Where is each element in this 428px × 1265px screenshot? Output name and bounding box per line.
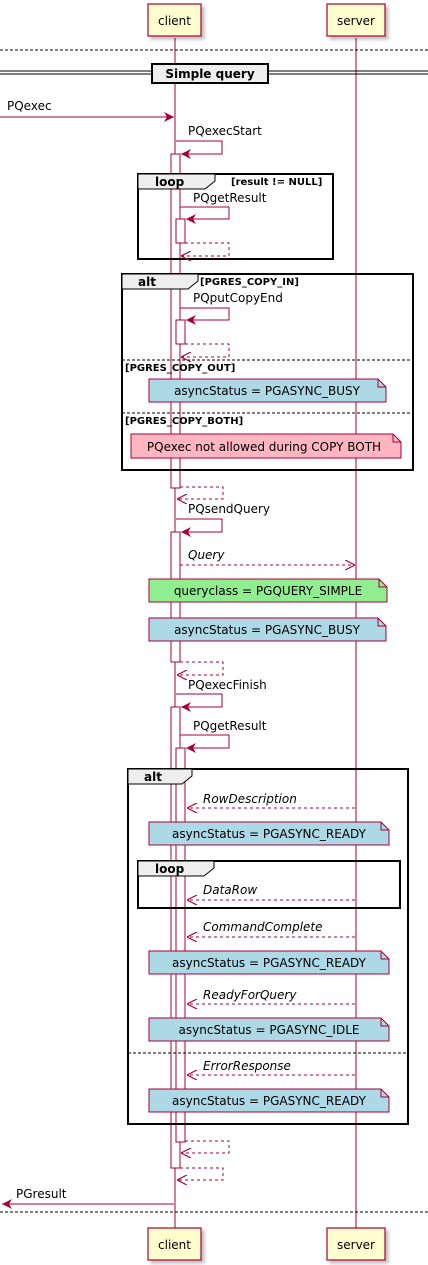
activation-bar <box>175 319 186 345</box>
message-pqget-result: PQgetResult <box>180 719 267 753</box>
activation-bar <box>175 218 186 244</box>
activation-bar <box>175 747 186 1143</box>
message-label: PQexecStart <box>188 124 262 138</box>
message-pqexec-finish: PQexecFinish <box>176 678 267 712</box>
frame-loop-datarow: loop <box>137 860 401 909</box>
return-arrow <box>181 343 230 357</box>
participant-server-top: server <box>326 3 386 37</box>
note-async-busy-1: asyncStatus = PGASYNC_BUSY <box>148 378 387 403</box>
frame-alt-copy: alt [PGRES_COPY_IN] [PGRES_COPY_OUT] [PG… <box>121 273 414 471</box>
note-async-idle: asyncStatus = PGASYNC_IDLE <box>148 1017 390 1042</box>
note-queryclass: queryclass = PGQUERY_SIMPLE <box>148 578 388 603</box>
message-pqexec-start: PQexecStart <box>176 124 262 159</box>
note-async-ready-1: asyncStatus = PGASYNC_READY <box>148 821 390 846</box>
divider-simple-query: Simple query <box>0 49 428 84</box>
message-label: PQputCopyEnd <box>193 291 283 305</box>
frame-label: alt <box>144 770 162 784</box>
message-ready-for-query: ReadyForQuery <box>187 988 355 1004</box>
note-text: asyncStatus = PGASYNC_IDLE <box>179 1023 360 1037</box>
participant-server-label: server <box>337 1238 375 1252</box>
participant-client-label: client <box>158 1238 191 1252</box>
participant-server-bottom: server <box>326 1227 386 1261</box>
note-copy-both: PQexec not allowed during COPY BOTH <box>130 433 402 459</box>
frame-label: loop <box>155 175 185 189</box>
return-arrow <box>177 1167 224 1180</box>
frame-guard: [result != NULL] <box>231 177 322 188</box>
frame-guard: [PGRES_COPY_IN] <box>200 277 299 288</box>
note-text: asyncStatus = PGASYNC_BUSY <box>174 623 361 637</box>
message-label: PQsendQuery <box>188 502 270 516</box>
message-pqget-result-loop: PQgetResult <box>180 191 267 224</box>
participant-client-bottom: client <box>147 1227 202 1261</box>
divider-title: Simple query <box>165 67 254 81</box>
participant-client-top: client <box>147 3 202 37</box>
participant-client-label: client <box>158 14 191 28</box>
message-row-description: RowDescription <box>187 792 355 808</box>
note-async-busy-2: asyncStatus = PGASYNC_BUSY <box>148 617 387 642</box>
message-label: PQexec <box>7 99 52 113</box>
frame-label: loop <box>155 862 185 876</box>
note-text: asyncStatus = PGASYNC_BUSY <box>174 384 361 398</box>
return-arrow <box>177 661 224 675</box>
message-pqexec: PQexec <box>0 99 174 122</box>
frame-alt-response: alt <box>127 768 409 1125</box>
participant-server-label: server <box>337 14 375 28</box>
note-text: PQexec not allowed during COPY BOTH <box>147 440 381 454</box>
return-arrow <box>181 242 230 256</box>
message-label: PQgetResult <box>193 719 267 733</box>
note-text: asyncStatus = PGASYNC_READY <box>172 1094 367 1108</box>
message-pqsend-query: PQsendQuery <box>176 502 270 537</box>
frame-label: alt <box>138 275 156 289</box>
message-error-response: ErrorResponse <box>187 1059 355 1075</box>
frame-guard: [PGRES_COPY_BOTH] <box>125 416 243 427</box>
frame-guard: [PGRES_COPY_OUT] <box>125 363 235 374</box>
return-arrow <box>177 486 224 499</box>
message-label: ReadyForQuery <box>203 988 297 1002</box>
return-arrow <box>181 1140 230 1153</box>
message-data-row: DataRow <box>187 883 355 900</box>
note-text: asyncStatus = PGASYNC_READY <box>172 827 367 841</box>
message-label: ErrorResponse <box>203 1059 291 1073</box>
message-label: PGresult <box>16 1187 67 1201</box>
message-query: Query <box>180 548 355 565</box>
note-async-ready-3: asyncStatus = PGASYNC_READY <box>148 1088 390 1113</box>
note-text: asyncStatus = PGASYNC_READY <box>172 956 367 970</box>
message-label: Query <box>188 548 225 562</box>
frame-loop-result: loop [result != NULL] <box>137 173 334 260</box>
note-text: queryclass = PGQUERY_SIMPLE <box>174 584 362 598</box>
note-async-ready-2: asyncStatus = PGASYNC_READY <box>148 950 390 975</box>
message-label: DataRow <box>203 883 257 897</box>
message-label: PQexecFinish <box>188 678 267 692</box>
message-command-complete: CommandComplete <box>187 920 355 937</box>
message-label: CommandComplete <box>203 920 323 934</box>
message-pgresult: PGresult <box>2 1187 174 1209</box>
message-label: RowDescription <box>203 792 297 806</box>
message-pqput-copy-end: PQputCopyEnd <box>180 291 283 325</box>
message-label: PQgetResult <box>193 191 267 205</box>
